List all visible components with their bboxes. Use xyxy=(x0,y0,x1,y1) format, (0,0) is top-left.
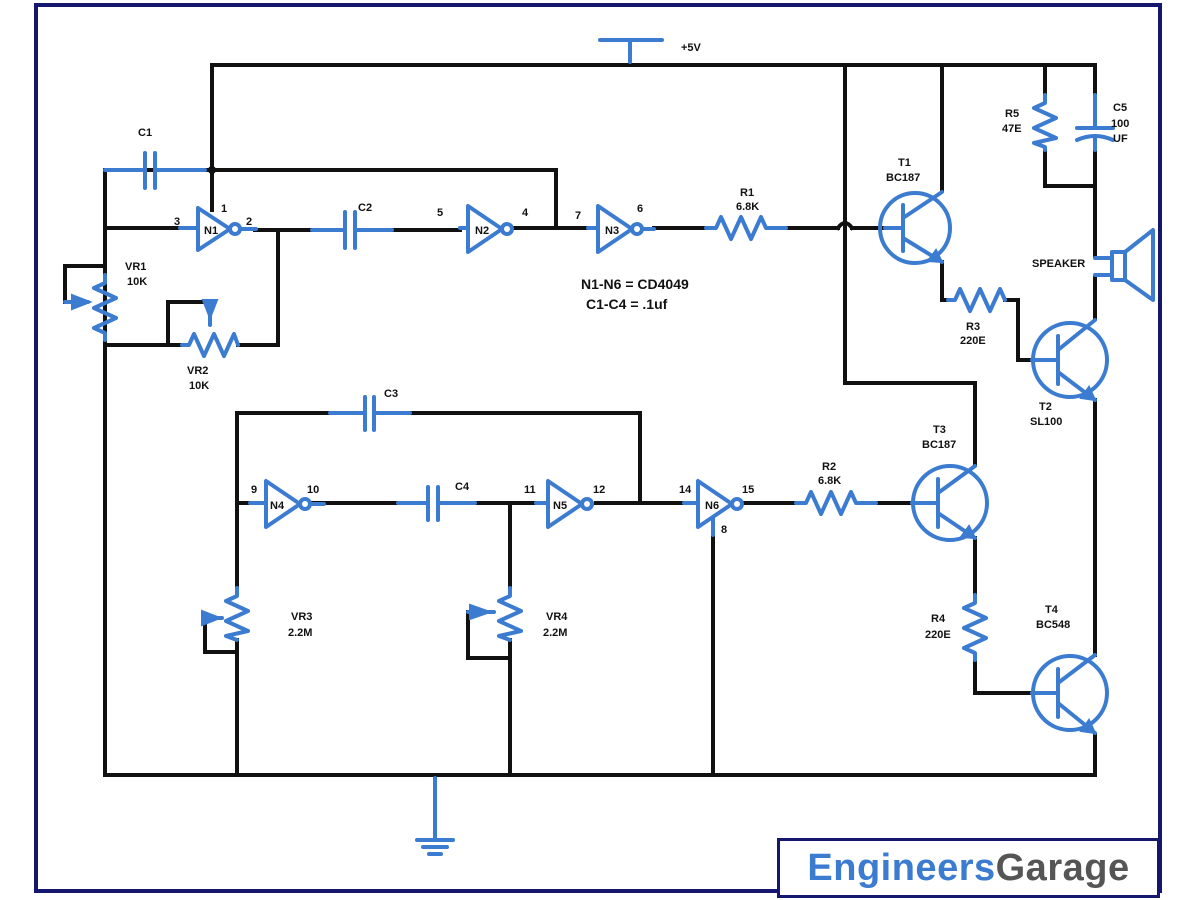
label-vr3: VR3 xyxy=(291,611,312,623)
logo-part-engineers: Engineers xyxy=(807,846,996,889)
label-r1-value: 6.8K xyxy=(736,201,759,213)
resistor-r4 xyxy=(962,593,988,662)
pin-n3-in: 7 xyxy=(575,210,581,222)
inverter-n2 xyxy=(458,204,514,254)
potentiometer-vr2 xyxy=(180,299,240,358)
pin-n4-out: 10 xyxy=(307,484,319,496)
capacitor-c4 xyxy=(396,485,477,522)
gate-name-n6: N6 xyxy=(705,500,719,512)
capacitor-c2 xyxy=(310,210,394,250)
speaker-icon xyxy=(1093,228,1155,302)
label-r5-value: 47E xyxy=(1002,123,1022,135)
logo-part-garage: Garage xyxy=(995,846,1130,889)
pin-n3-out: 6 xyxy=(637,203,643,215)
gate-name-n2: N2 xyxy=(475,225,489,237)
pin-n1-out: 2 xyxy=(246,216,252,228)
transistor-t2 xyxy=(1030,318,1109,402)
inverter-n6 xyxy=(682,479,744,537)
label-r4: R4 xyxy=(931,613,946,625)
potentiometer-vr4 xyxy=(466,586,523,642)
supply-symbol xyxy=(598,38,664,64)
pin-n4-in: 9 xyxy=(251,484,257,496)
transistor-t1 xyxy=(878,190,952,265)
label-t3: T3 xyxy=(933,424,946,436)
gate-name-n1: N1 xyxy=(204,225,218,237)
label-c3: C3 xyxy=(384,388,398,400)
label-vr2: VR2 xyxy=(187,365,208,377)
note-ic: N1-N6 = CD4049 xyxy=(581,276,689,292)
pin-n6-out: 15 xyxy=(742,484,754,496)
label-vr4: VR4 xyxy=(546,611,568,623)
pin-n5-out: 12 xyxy=(593,484,605,496)
junction-dot xyxy=(208,166,216,174)
pin-n2-in: 5 xyxy=(437,207,443,219)
label-t1: T1 xyxy=(898,157,911,169)
potentiometer-vr1 xyxy=(63,273,118,342)
label-r2-value: 6.8K xyxy=(818,475,841,487)
pin-n6-in: 14 xyxy=(679,484,692,496)
label-vr3-value: 2.2M xyxy=(288,627,312,639)
label-vr1-value: 10K xyxy=(127,276,147,288)
label-vr1: VR1 xyxy=(125,261,146,273)
transistor-t3 xyxy=(910,464,989,542)
resistor-r1 xyxy=(704,215,788,241)
label-r3-value: 220E xyxy=(960,335,986,347)
capacitor-c5 xyxy=(1075,93,1115,152)
inverter-n1 xyxy=(178,206,258,252)
ground-symbol xyxy=(415,776,455,856)
resistor-r5 xyxy=(1032,93,1058,152)
inverter-n3 xyxy=(586,204,656,254)
capacitor-c1 xyxy=(103,151,207,190)
pin-n1-in: 3 xyxy=(174,216,180,228)
transistor-t4 xyxy=(1030,653,1109,735)
label-r1: R1 xyxy=(740,187,754,199)
label-r2: R2 xyxy=(822,461,836,473)
potentiometer-vr3 xyxy=(201,586,250,642)
pin-n6-ground: 8 xyxy=(721,524,727,536)
label-c4: C4 xyxy=(455,481,470,493)
supply-label: +5V xyxy=(681,42,702,54)
label-t1-type: BC187 xyxy=(886,172,920,184)
label-t2-type: SL100 xyxy=(1030,416,1062,428)
capacitor-c3 xyxy=(328,395,412,432)
label-c2: C2 xyxy=(358,202,372,214)
label-t2: T2 xyxy=(1039,401,1052,413)
wires xyxy=(63,63,1097,842)
pin-n2-out: 4 xyxy=(522,207,529,219)
gate-name-n5: N5 xyxy=(553,500,567,512)
gate-name-n4: N4 xyxy=(270,500,285,512)
label-vr2-value: 10K xyxy=(189,380,209,392)
labels: +5V N1-N6 = CD4049 C1-C4 = .1uf SPEAKER … xyxy=(125,42,1129,641)
gate-name-n3: N3 xyxy=(605,225,619,237)
pin-n1-supply: 1 xyxy=(221,203,227,215)
resistor-r2 xyxy=(794,490,878,516)
speaker-label: SPEAKER xyxy=(1032,258,1085,270)
label-c5-value1: 100 xyxy=(1111,118,1129,130)
label-c1: C1 xyxy=(138,127,152,139)
note-caps: C1-C4 = .1uf xyxy=(586,296,668,312)
label-r3: R3 xyxy=(966,321,980,333)
label-c5: C5 xyxy=(1113,102,1127,114)
label-vr4-value: 2.2M xyxy=(543,627,567,639)
diagram-frame xyxy=(34,3,1162,893)
resistor-r3 xyxy=(946,287,1007,313)
label-t4: T4 xyxy=(1045,604,1059,616)
label-c5-value2: UF xyxy=(1113,133,1128,145)
label-r5: R5 xyxy=(1005,108,1019,120)
pin-n5-in: 11 xyxy=(524,484,536,496)
label-t4-type: BC548 xyxy=(1036,619,1070,631)
label-r4-value: 220E xyxy=(925,629,951,641)
label-t3-type: BC187 xyxy=(922,439,956,451)
inverter-n5 xyxy=(534,479,594,529)
inverter-n4 xyxy=(248,479,326,529)
